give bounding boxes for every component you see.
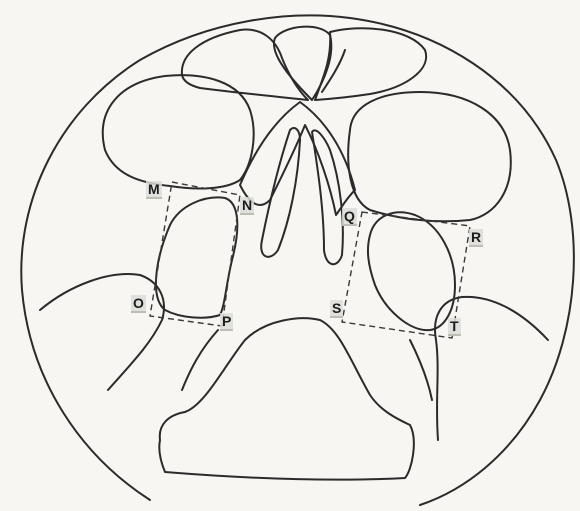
label-n: N <box>240 197 254 215</box>
nasal-cavity-outline <box>240 102 355 215</box>
label-m: M <box>146 181 162 199</box>
turbinate-left <box>261 128 300 257</box>
zygoma-left <box>40 274 164 390</box>
label-t: T <box>448 318 461 336</box>
pterygoid-right <box>410 340 432 400</box>
orbit-right <box>348 92 511 221</box>
frontal-cell-left <box>182 30 308 100</box>
label-p: P <box>220 313 233 331</box>
label-q: Q <box>342 208 357 226</box>
label-s: S <box>330 300 343 318</box>
pterygoid-left <box>182 330 218 390</box>
palate-structure <box>159 318 414 479</box>
maxillary-sinus-right <box>368 212 455 330</box>
label-o: O <box>131 295 146 313</box>
label-r: R <box>469 229 483 247</box>
frontal-cell-center <box>274 27 331 100</box>
